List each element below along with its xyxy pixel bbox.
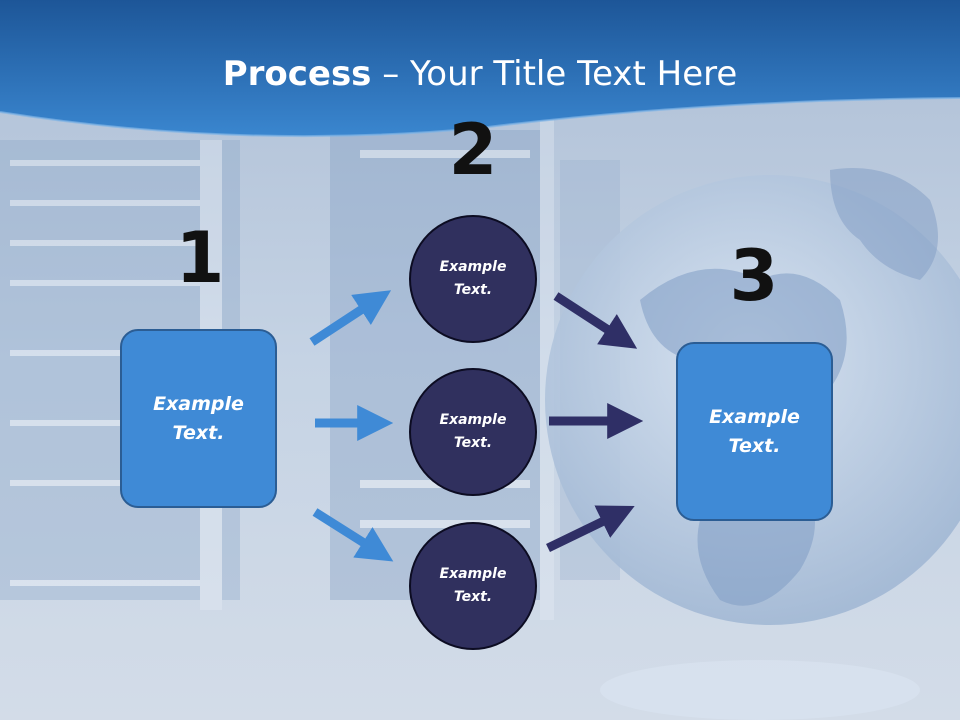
right-box-line2: Text.: [728, 434, 781, 457]
title-rest: – Your Title Text Here: [371, 54, 738, 94]
title-bold: Process: [222, 54, 372, 94]
step-number-1: 1: [175, 217, 225, 299]
header-band: [0, 0, 960, 137]
circle-top-line2: Text.: [453, 282, 493, 298]
arrow-left-to-top: [309, 290, 392, 346]
right-step-box: Example Text.: [676, 342, 833, 521]
circle-step-middle: Example Text.: [409, 368, 537, 496]
left-box-line2: Text.: [172, 421, 225, 444]
circle-bottom-line1: Example: [439, 566, 507, 582]
right-box-line1: Example: [709, 405, 800, 428]
left-step-box: Example Text.: [120, 329, 277, 508]
arrow-bottom-to-right: [546, 505, 635, 553]
arrow-top-to-right: [553, 292, 638, 349]
circle-step-top: Example Text.: [409, 215, 537, 343]
circle-middle-line2: Text.: [453, 435, 493, 451]
circle-top-line1: Example: [439, 259, 507, 275]
arrow-left-to-bottom: [312, 508, 394, 562]
step-number-3: 3: [729, 235, 779, 317]
left-box-line1: Example: [153, 392, 244, 415]
circle-bottom-line2: Text.: [453, 589, 493, 605]
circle-step-bottom: Example Text.: [409, 522, 537, 650]
page-title: Process – Your Title Text Here: [0, 52, 960, 96]
circle-middle-line1: Example: [439, 412, 507, 428]
step-number-2: 2: [448, 109, 498, 191]
